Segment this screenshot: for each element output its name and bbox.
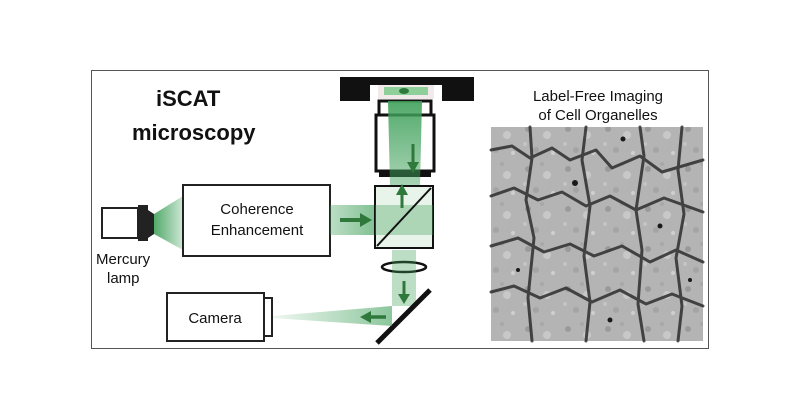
mercury-lamp-icon xyxy=(101,205,154,241)
title-line1: iSCAT xyxy=(156,86,221,111)
arrow-right-icon xyxy=(340,213,372,227)
mirror xyxy=(375,288,432,345)
title-line2: microscopy xyxy=(132,120,256,145)
coherence-label-line2: Enhancement xyxy=(211,222,304,239)
cell-organelles-image xyxy=(489,125,705,343)
arrow-left-icon xyxy=(360,311,386,323)
arrow-down-mirror-icon xyxy=(398,281,410,304)
beam-objective xyxy=(388,101,422,186)
coherence-box xyxy=(182,184,331,257)
coherence-label-line1: Coherence xyxy=(220,201,293,218)
camera-label: Camera xyxy=(188,310,242,327)
splitter-diagonal xyxy=(376,187,432,247)
lamp-label-line1: Mercury xyxy=(96,251,151,268)
beam-lamp-to-box xyxy=(154,196,183,250)
lamp-label-line2: lamp xyxy=(107,270,140,287)
sample-stage xyxy=(340,77,474,101)
panel-title-line1: Label-Free Imaging xyxy=(533,88,663,105)
beam-through-cube xyxy=(375,205,433,235)
camera-icon xyxy=(166,292,273,342)
arrow-down-icon xyxy=(407,144,419,173)
panel-title-line2: of Cell Organelles xyxy=(538,107,657,124)
arrow-up-icon xyxy=(396,184,408,208)
tube-lens xyxy=(380,260,428,274)
beam-mirror-to-camera xyxy=(272,306,392,326)
